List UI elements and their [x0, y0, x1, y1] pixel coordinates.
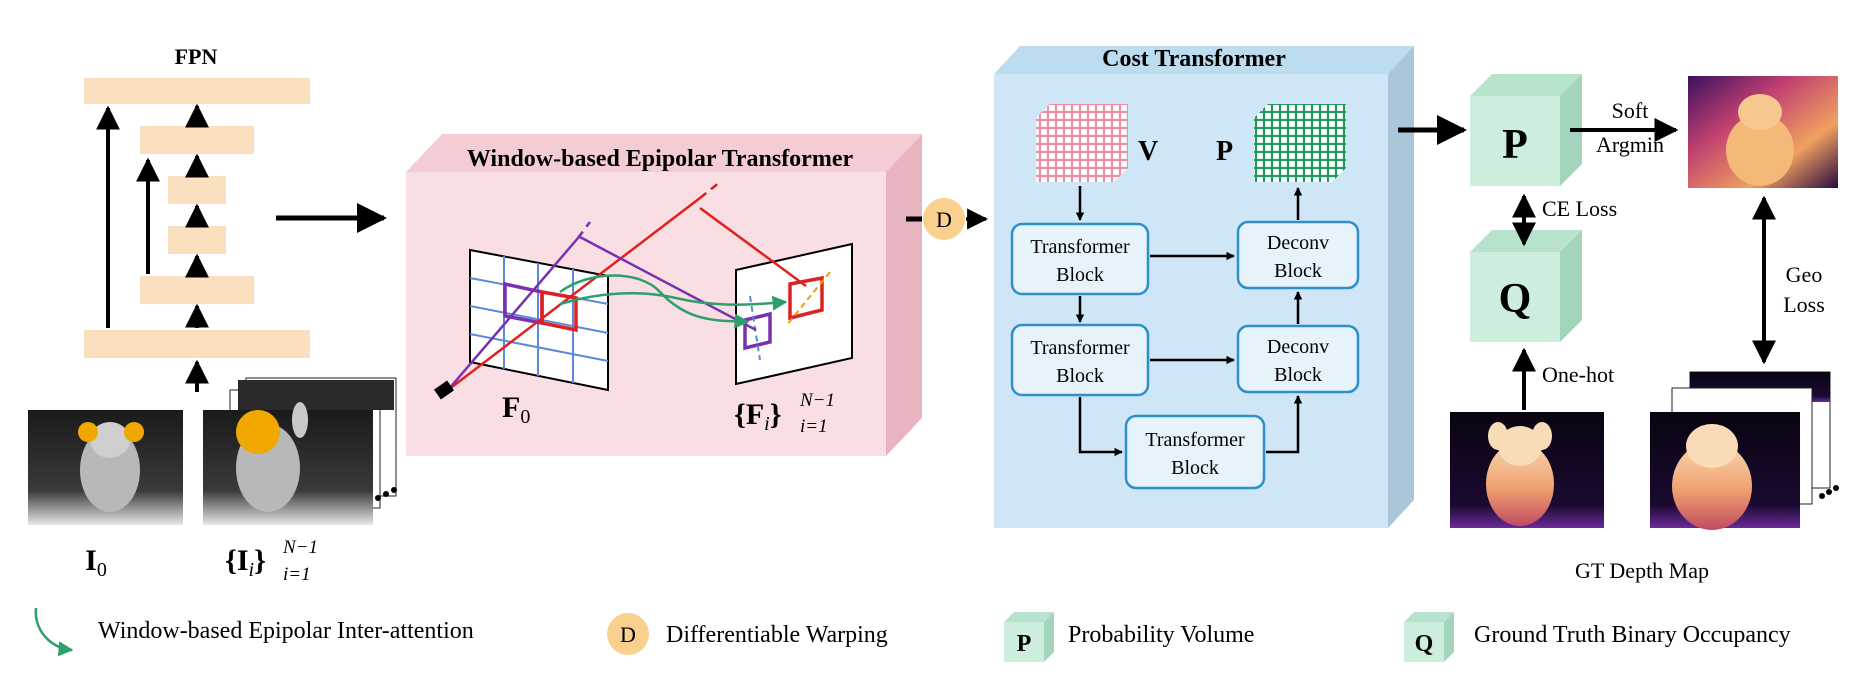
wet-title: Window-based Epipolar Transformer	[467, 146, 854, 172]
epipolar-rays	[447, 181, 807, 391]
fpn-title: FPN	[175, 44, 218, 69]
source-plane	[735, 242, 853, 386]
p-label: P	[1216, 136, 1233, 167]
svg-text:Transformer: Transformer	[1030, 337, 1130, 359]
svg-text:Block: Block	[1274, 364, 1322, 386]
pq-arrows	[1512, 118, 1776, 410]
warping-symbol: D	[936, 207, 952, 232]
v-label: V	[1138, 136, 1158, 167]
fpn-arrows	[96, 103, 209, 392]
attention-curve	[559, 274, 750, 329]
legend-warping-icon	[607, 613, 649, 655]
loss-label: Loss	[1783, 292, 1825, 317]
svg-text:Block: Block	[1056, 365, 1104, 387]
q-cube: Q	[1470, 230, 1582, 342]
svg-text:Deconv: Deconv	[1267, 336, 1329, 358]
p-volume	[1254, 104, 1346, 182]
legend-attention-label: Window-based Epipolar Inter-attention	[98, 618, 474, 644]
legend-occ-icon	[1404, 612, 1454, 662]
ce-loss-label: CE Loss	[1542, 196, 1617, 221]
svg-text:Transformer: Transformer	[1145, 429, 1245, 451]
transformer-block-3: Transformer Block	[1124, 414, 1266, 490]
ii-sup: N−1	[282, 537, 318, 558]
gt-depth-label: GT Depth Map	[1575, 558, 1709, 583]
legend-warping-label: Differentiable Warping	[666, 622, 888, 648]
svg-text:F0: F0	[502, 391, 530, 428]
svg-text:Transformer: Transformer	[1030, 236, 1130, 258]
f0-sub: 0	[520, 406, 530, 428]
transformer-block-1: Transformer Block	[1010, 222, 1150, 296]
legend-prob-symbol: P	[1017, 631, 1032, 657]
source-images-stack	[203, 377, 397, 525]
legend-warping-symbol: D	[620, 622, 636, 647]
soft-label: Soft	[1612, 98, 1649, 123]
cost-transformer-module: Cost Transformer V P Transformer Block T…	[994, 46, 1414, 528]
fpn-bar-2	[140, 126, 254, 154]
argmin-label: Argmin	[1596, 132, 1664, 157]
warping-node: D	[906, 198, 989, 240]
legend-occ-label: Ground Truth Binary Occupancy	[1474, 622, 1791, 648]
legend-prob-icon	[1004, 612, 1054, 662]
deconv-block-2: Deconv Block	[1236, 324, 1360, 394]
svg-text:I0: I0	[85, 544, 107, 581]
deconv-block-1: Deconv Block	[1236, 220, 1360, 290]
fpn-bar-5	[140, 276, 254, 304]
gt-depth-map-stack	[1650, 371, 1839, 530]
fpn-module: FPN	[84, 44, 310, 392]
onehot-label: One-hot	[1542, 362, 1614, 387]
legend: Window-based Epipolar Inter-attention D …	[34, 607, 1791, 662]
fpn-bar-bottom	[84, 330, 310, 358]
fpn-bar-top	[84, 78, 310, 104]
image-labels: I0 {Ii} N−1 i=1	[85, 537, 318, 585]
i0-label: I	[85, 544, 97, 577]
wet-module: Window-based Epipolar Transformer	[406, 134, 922, 456]
fpn-bar-4	[168, 226, 226, 254]
svg-text:Block: Block	[1171, 457, 1219, 479]
gt-depth-map	[1450, 412, 1604, 528]
fi-label: F	[746, 398, 764, 431]
p-cube-symbol: P	[1502, 122, 1528, 168]
fi-sup: N−1	[799, 390, 835, 411]
ii-sub: i	[249, 559, 255, 581]
i0-sub: 0	[97, 559, 107, 581]
fi-lower: i=1	[800, 416, 828, 437]
q-cube-symbol: Q	[1499, 276, 1532, 322]
svg-text:{Fi}: {Fi}	[734, 398, 782, 435]
predicted-depth-map	[1688, 76, 1838, 188]
svg-text:Deconv: Deconv	[1267, 232, 1329, 254]
p-cube: P	[1470, 74, 1582, 186]
reference-image	[28, 410, 183, 525]
legend-prob-label: Probability Volume	[1068, 622, 1254, 648]
svg-text:Block: Block	[1056, 264, 1104, 286]
ii-label: I	[237, 544, 249, 577]
legend-attention-icon	[34, 607, 74, 657]
geo-label: Geo	[1786, 262, 1823, 287]
svg-text:Block: Block	[1274, 260, 1322, 282]
v-volume	[1036, 104, 1128, 182]
transformer-block-2: Transformer Block	[1010, 323, 1150, 397]
f0-label: F	[502, 391, 520, 424]
cost-title: Cost Transformer	[1102, 46, 1286, 72]
legend-occ-symbol: Q	[1415, 631, 1434, 657]
camera-icon	[434, 380, 454, 400]
fpn-bar-3	[168, 176, 226, 204]
ii-lower: i=1	[283, 564, 311, 585]
fi-sub: i	[764, 413, 770, 435]
svg-text:{Ii}: {Ii}	[225, 544, 266, 581]
cost-arrows	[1075, 186, 1303, 457]
